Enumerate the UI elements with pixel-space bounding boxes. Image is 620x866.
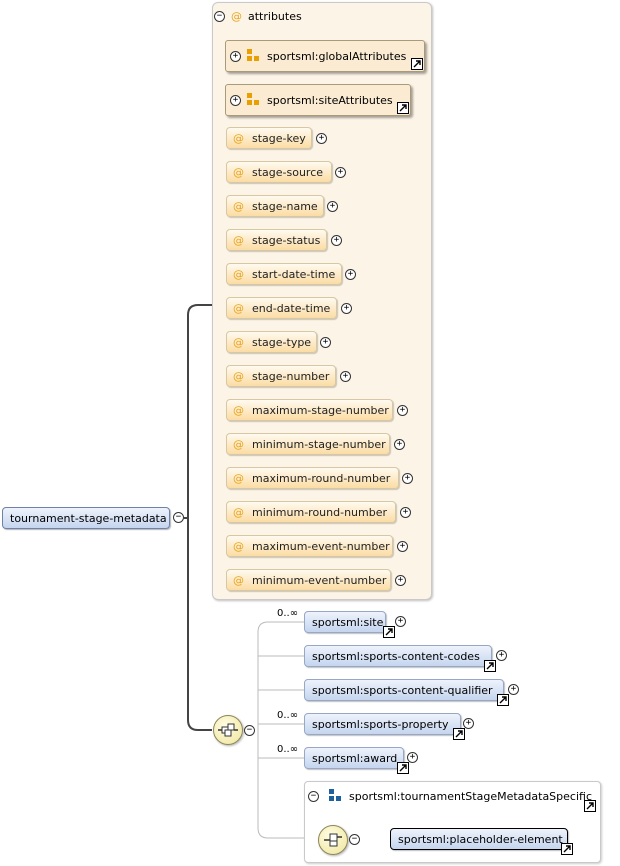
element-label: sportsml:sports-content-codes xyxy=(312,649,480,663)
attribute-at-icon: @ xyxy=(233,369,244,383)
root-element-tournament-stage-metadata[interactable]: tournament-stage-metadata xyxy=(2,507,170,529)
element-label: sportsml:sports-content-qualifier xyxy=(312,683,493,697)
element-sportsml-sports-content-qualifier[interactable]: sportsml:sports-content-qualifier xyxy=(304,679,504,701)
element-sportsml-award[interactable]: sportsml:award xyxy=(304,747,404,769)
cardinality-label: 0..∞ xyxy=(277,710,299,721)
sequence-compositor-icon[interactable] xyxy=(318,825,348,855)
attribute-stage-key[interactable]: @ stage-key xyxy=(226,127,312,149)
attribute-at-icon: @ xyxy=(233,471,244,485)
attribute-group-site[interactable]: + sportsml:siteAttributes xyxy=(225,84,411,116)
attribute-stage-name[interactable]: @ stage-name xyxy=(226,195,324,217)
attribute-group-icon xyxy=(247,49,261,63)
attribute-group-label: sportsml:globalAttributes xyxy=(267,49,407,63)
model-group-icon xyxy=(327,789,341,803)
cardinality-label: 0..∞ xyxy=(277,608,299,619)
attribute-stage-status[interactable]: @ stage-status xyxy=(226,229,327,251)
sequence-compositor-icon[interactable] xyxy=(213,715,243,745)
reference-arrow-icon[interactable] xyxy=(584,800,596,812)
attribute-at-icon: @ xyxy=(233,505,244,519)
attribute-group-global[interactable]: + sportsml:globalAttributes xyxy=(225,40,425,72)
attributes-header: − @ attributes xyxy=(214,8,302,24)
root-element-label: tournament-stage-metadata xyxy=(10,511,167,525)
expand-circle-icon[interactable]: + xyxy=(331,235,342,246)
element-label: sportsml:sports-property xyxy=(312,717,449,731)
model-group-header[interactable]: − sportsml:tournamentStageMetadataSpecif… xyxy=(308,788,592,804)
collapse-circle-icon[interactable]: − xyxy=(308,790,319,802)
expand-circle-icon[interactable]: + xyxy=(320,337,331,348)
expand-circle-icon[interactable]: + xyxy=(400,507,411,518)
attribute-minimum-event-number[interactable]: @ minimum-event-number xyxy=(226,569,391,591)
collapse-circle-icon[interactable]: − xyxy=(214,10,225,22)
attribute-start-date-time[interactable]: @ start-date-time xyxy=(226,263,342,285)
expand-circle-icon[interactable]: + xyxy=(341,303,352,314)
attribute-at-icon: @ xyxy=(233,437,244,451)
attribute-minimum-stage-number[interactable]: @ minimum-stage-number xyxy=(226,433,390,455)
attribute-stage-number[interactable]: @ stage-number xyxy=(226,365,336,387)
reference-arrow-icon[interactable] xyxy=(411,58,423,70)
expand-circle-icon[interactable]: + xyxy=(402,473,413,484)
element-sportsml-sports-content-codes[interactable]: sportsml:sports-content-codes xyxy=(304,645,492,667)
reference-arrow-icon[interactable] xyxy=(561,843,573,855)
expand-circle-icon[interactable]: + xyxy=(327,201,338,212)
element-sportsml-site[interactable]: sportsml:site xyxy=(304,611,386,633)
attribute-at-icon: @ xyxy=(233,233,244,247)
cardinality-label: 0..∞ xyxy=(277,744,299,755)
attribute-maximum-event-number[interactable]: @ maximum-event-number xyxy=(226,535,393,557)
attribute-group-label: sportsml:siteAttributes xyxy=(267,93,393,107)
expand-circle-icon[interactable]: + xyxy=(394,439,405,450)
attribute-at-icon: @ xyxy=(233,301,244,315)
attribute-at-icon: @ xyxy=(233,335,244,349)
reference-arrow-icon[interactable] xyxy=(397,762,409,774)
attribute-at-icon: @ xyxy=(233,131,244,145)
expand-circle-icon[interactable]: + xyxy=(335,167,346,178)
expand-circle-icon[interactable]: + xyxy=(496,650,507,661)
attribute-at-icon: @ xyxy=(233,403,244,417)
reference-arrow-icon[interactable] xyxy=(397,102,409,114)
reference-arrow-icon[interactable] xyxy=(497,694,509,706)
element-sportsml-sports-property[interactable]: sportsml:sports-property xyxy=(304,713,461,735)
attribute-stage-type[interactable]: @ stage-type xyxy=(226,331,317,353)
attribute-at-icon: @ xyxy=(233,573,244,587)
attribute-at-icon: @ xyxy=(233,199,244,213)
expand-circle-icon[interactable]: + xyxy=(463,718,474,729)
attribute-at-icon: @ xyxy=(233,267,244,281)
expand-circle-icon[interactable]: + xyxy=(395,616,406,627)
reference-arrow-icon[interactable] xyxy=(484,660,496,672)
expand-circle-icon[interactable]: + xyxy=(407,752,418,763)
attribute-group-icon xyxy=(247,93,261,107)
model-group-label: sportsml:tournamentStageMetadataSpecific xyxy=(349,789,592,803)
collapse-circle-icon[interactable]: − xyxy=(173,512,184,523)
attribute-stage-source[interactable]: @ stage-source xyxy=(226,161,332,183)
collapse-circle-icon[interactable]: − xyxy=(244,725,255,736)
attribute-maximum-round-number[interactable]: @ maximum-round-number xyxy=(226,467,399,489)
expand-circle-icon[interactable]: + xyxy=(397,541,408,552)
attribute-end-date-time[interactable]: @ end-date-time xyxy=(226,297,337,319)
expand-circle-icon[interactable]: + xyxy=(345,269,356,280)
attribute-at-icon: @ xyxy=(233,539,244,553)
element-label: sportsml:award xyxy=(312,751,398,765)
attribute-maximum-stage-number[interactable]: @ maximum-stage-number xyxy=(226,399,393,421)
attribute-minimum-round-number[interactable]: @ minimum-round-number xyxy=(226,501,396,523)
attributes-label: attributes xyxy=(248,9,302,23)
reference-arrow-icon[interactable] xyxy=(453,728,465,740)
expand-circle-icon[interactable]: + xyxy=(316,133,327,144)
attribute-at-icon: @ xyxy=(233,165,244,179)
expand-circle-icon[interactable]: + xyxy=(230,50,241,62)
reference-arrow-icon[interactable] xyxy=(383,626,395,638)
expand-circle-icon[interactable]: + xyxy=(340,371,351,382)
expand-circle-icon[interactable]: + xyxy=(395,575,406,586)
expand-circle-icon[interactable]: + xyxy=(230,94,241,106)
expand-circle-icon[interactable]: + xyxy=(508,684,519,695)
attribute-at-icon: @ xyxy=(231,9,242,23)
expand-circle-icon[interactable]: + xyxy=(397,405,408,416)
element-label: sportsml:placeholder-element xyxy=(398,832,563,846)
collapse-circle-icon[interactable]: − xyxy=(349,834,360,845)
element-label: sportsml:site xyxy=(312,615,384,629)
element-sportsml-placeholder-element[interactable]: sportsml:placeholder-element xyxy=(390,828,568,850)
